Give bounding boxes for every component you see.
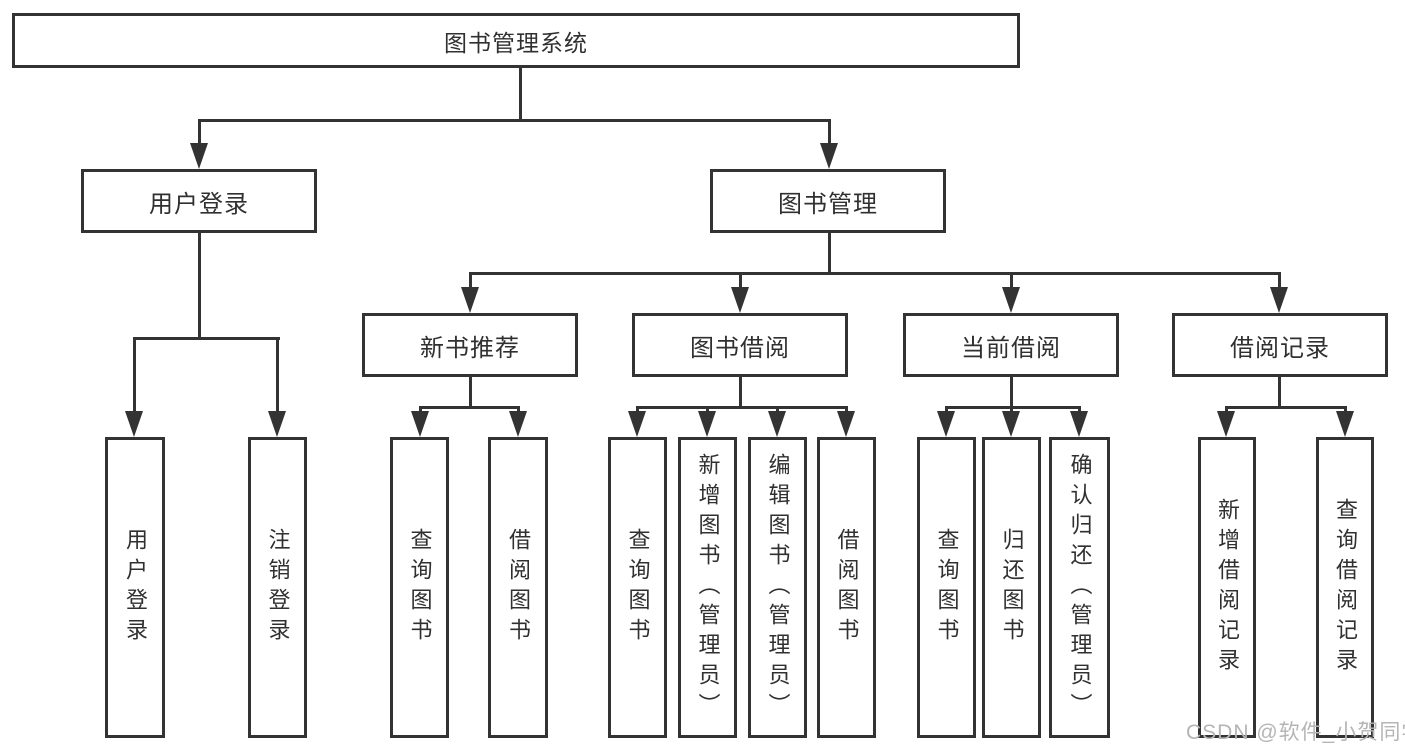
arrow-down-icon [731,287,749,313]
csdn-watermark: CSDN @软件_小贺同学 [1186,721,1405,744]
arrow-down-icon [125,411,143,437]
connector-vline [519,66,522,122]
node-label: 图书借阅 [690,334,790,362]
leaf-label: 新增图书（管理员） [695,452,721,723]
connector-hline [1225,406,1346,409]
arrow-down-icon [268,411,286,437]
leaf-add-book-admin: 新增图书（管理员） [678,437,737,738]
node-label: 图书管理系统 [444,29,588,56]
leaf-label: 借阅图书 [506,527,531,648]
leaf-label: 注销登录 [265,527,291,648]
node-new-book-recommend: 新书推荐 [362,313,578,377]
leaf-edit-book-admin: 编辑图书（管理员） [748,437,807,738]
node-book-borrowing: 图书借阅 [632,313,848,377]
arrow-down-icon [837,411,855,437]
arrow-down-icon [1002,287,1020,313]
connector-hline [636,406,848,409]
connector-vline [1278,272,1281,289]
leaf-query-books-recommend: 查询图书 [390,437,449,738]
connector-vline [469,272,472,289]
connector-vline [469,375,472,408]
node-borrowing-records: 借阅记录 [1172,313,1388,377]
arrow-down-icon [411,411,429,437]
connector-vline [133,337,136,413]
arrow-down-icon [1336,411,1354,437]
arrow-down-icon [768,411,786,437]
leaf-user-login: 用户登录 [105,437,165,738]
leaf-label: 用户登录 [123,527,148,648]
leaf-label: 编辑图书（管理员） [765,452,791,723]
node-book-management: 图书管理 [710,169,946,233]
arrow-down-icon [1270,287,1288,313]
connector-vline [828,119,831,145]
connector-hline [945,406,1081,409]
node-label: 当前借阅 [961,334,1061,362]
connector-vline [739,272,742,289]
node-label: 图书管理 [778,190,878,218]
arrow-down-icon [1002,411,1020,437]
connector-hline [198,119,831,122]
arrow-down-icon [1217,411,1235,437]
leaf-return-books: 归还图书 [982,437,1041,738]
arrow-down-icon [698,411,716,437]
connector-vline [198,231,201,339]
connector-vline [1010,272,1013,289]
leaf-query-borrow-record: 查询借阅记录 [1316,437,1374,738]
connector-vline [828,231,831,275]
connector-vline [739,375,742,408]
leaf-label: 借阅图书 [834,527,860,648]
connector-hline [419,406,520,409]
node-user-login: 用户登录 [81,169,317,233]
arrow-down-icon [1070,411,1088,437]
leaf-confirm-return-admin: 确认归还（管理员） [1049,437,1110,738]
arrow-down-icon [190,143,208,169]
leaf-label: 查询图书 [407,527,433,648]
node-label: 用户登录 [149,190,249,218]
leaf-query-books-current: 查询图书 [917,437,976,738]
leaf-query-books-borrowing: 查询图书 [608,437,667,738]
leaf-logout: 注销登录 [248,437,307,738]
node-label: 新书推荐 [420,334,520,362]
node-current-borrowing: 当前借阅 [903,313,1119,377]
arrow-down-icon [509,411,527,437]
node-book-management-system: 图书管理系统 [12,13,1020,68]
connector-vline [1010,375,1013,408]
leaf-add-borrow-record: 新增借阅记录 [1198,437,1256,738]
leaf-label: 新增借阅记录 [1215,497,1240,678]
arrow-down-icon [461,287,479,313]
node-label: 借阅记录 [1230,334,1330,362]
connector-vline [198,119,201,145]
leaf-label: 查询图书 [625,527,651,648]
leaf-label: 查询图书 [934,527,960,648]
arrow-down-icon [937,411,955,437]
leaf-borrow-books-recommend: 借阅图书 [488,437,548,738]
leaf-label: 查询借阅记录 [1333,497,1358,678]
leaf-label: 确认归还（管理员） [1067,452,1093,723]
leaf-label: 归还图书 [999,527,1025,648]
arrow-down-icon [628,411,646,437]
connector-vline [276,337,279,413]
connector-hline [133,337,280,340]
connector-vline [1278,375,1281,408]
leaf-borrow-books-borrowing: 借阅图书 [817,437,876,738]
arrow-down-icon [820,143,838,169]
connector-hline [469,272,1281,275]
